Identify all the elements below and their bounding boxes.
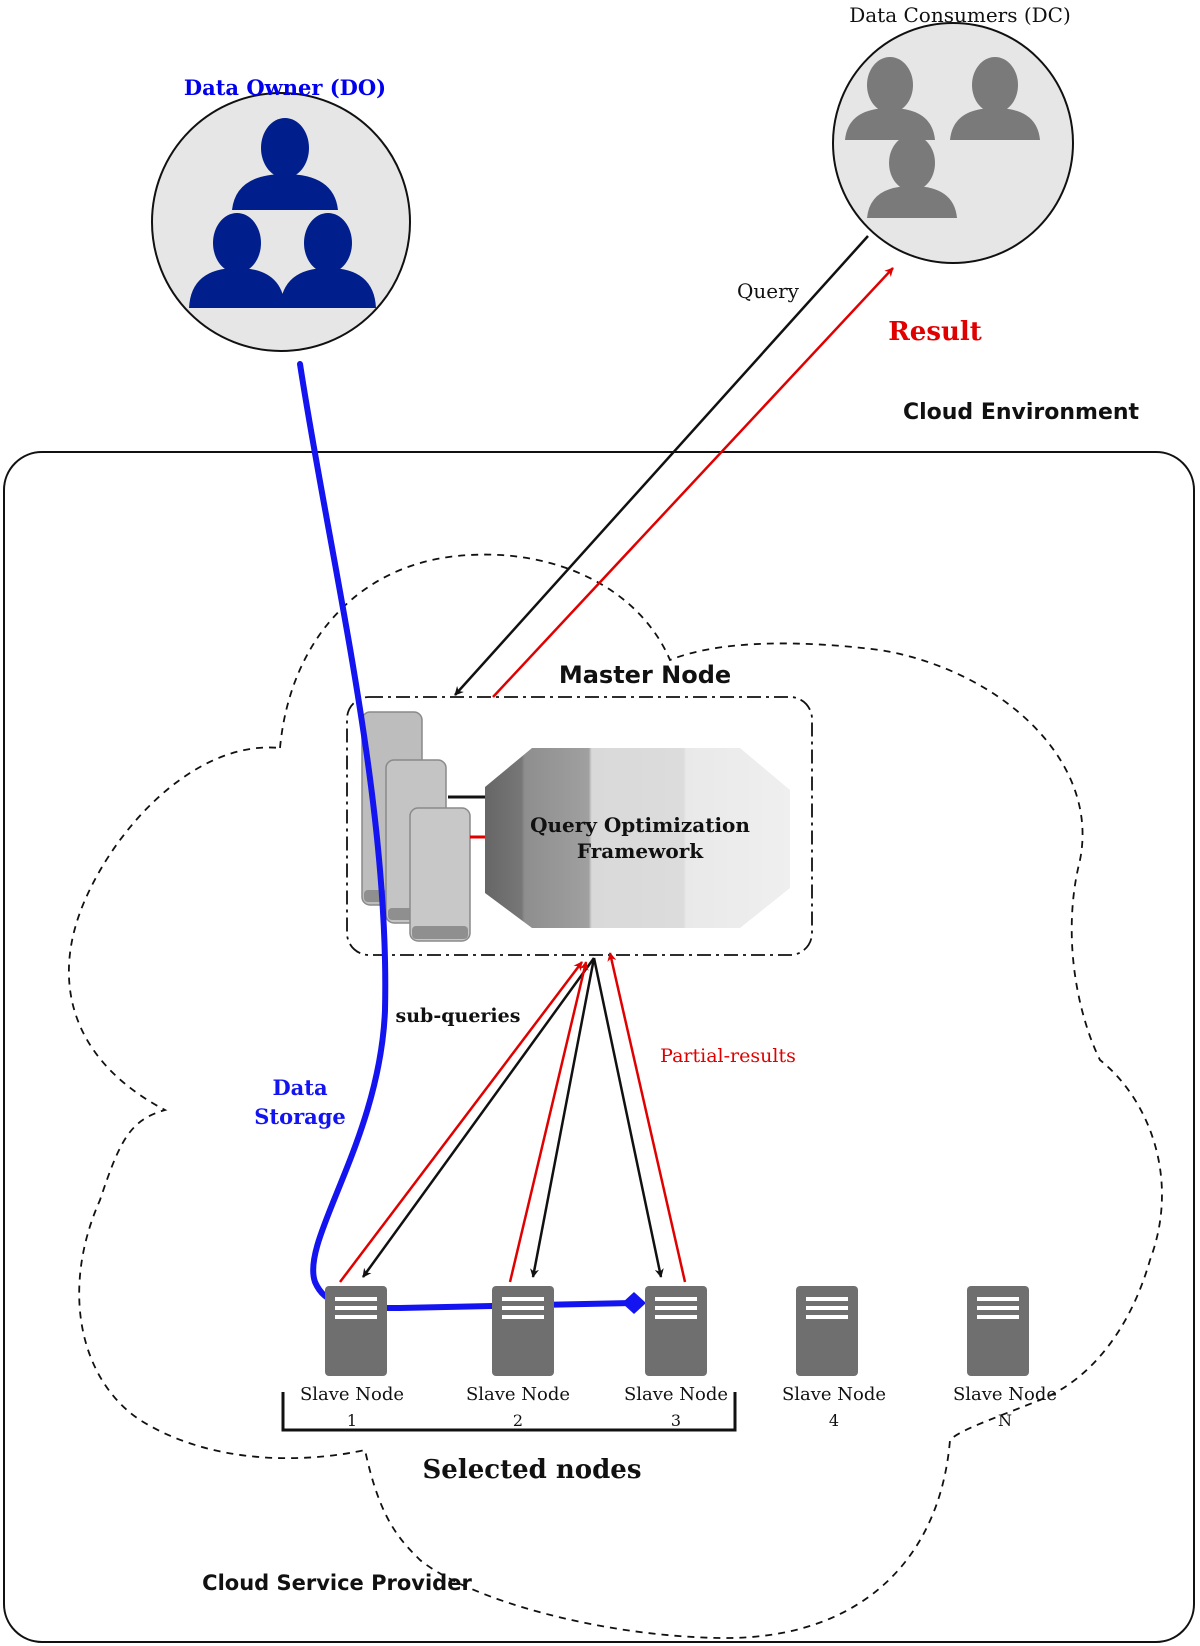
slave-node-1-label: Slave Node [300,1384,404,1405]
slave-node-4-label: Slave Node [782,1384,886,1405]
slave-node-2-index: 2 [513,1411,523,1430]
slave-node-3-label: Slave Node [624,1384,728,1405]
sub-queries-label: sub-queries [396,1005,521,1027]
data-storage-end-marker [622,1292,646,1314]
data-owner-group: Data Owner (DO) [151,75,411,352]
cloud-environment-label: Cloud Environment [903,400,1140,425]
framework-label-line2: Framework [577,839,704,863]
slave-node-3: Slave Node 3 [624,1286,728,1430]
slave-node-3-index: 3 [671,1411,681,1430]
slave-node-1: Slave Node 1 [300,1286,404,1430]
slave-node-2-label: Slave Node [466,1384,570,1405]
sub-query-arrows [361,957,664,1278]
selected-nodes-label: Selected nodes [423,1455,642,1485]
data-owner-label: Data Owner (DO) [184,75,386,100]
data-consumers-label: Data Consumers (DC) [849,3,1071,27]
query-label: Query [737,279,800,303]
data-storage-label-line1: Data [272,1075,328,1100]
result-arrow [492,267,894,698]
selected-nodes-bracket [281,1392,737,1432]
slave-node-n-index: N [998,1411,1012,1430]
framework-label-line1: Query Optimization [530,813,750,837]
master-servers-icon [361,711,471,942]
slave-node-n: Slave Node N [953,1286,1057,1430]
result-label: Result [888,317,982,347]
cloud-environment-box [3,451,1195,1643]
partial-result-arrows [339,952,687,1283]
slave-node-1-index: 1 [347,1411,357,1430]
master-node-box [346,696,813,956]
query-arrow [454,235,869,696]
data-storage-label-line2: Storage [254,1104,346,1129]
data-consumers-circle [832,22,1074,264]
slave-node-4-index: 4 [829,1411,839,1430]
master-node-group: Master Node Query Optimization Framework [346,661,813,956]
slave-node-2: Slave Node 2 [466,1286,570,1430]
slave-node-n-label: Slave Node [953,1384,1057,1405]
data-owner-users-icon [189,118,376,308]
slave-node-4: Slave Node 4 [782,1286,886,1430]
cloud-service-provider-label: Cloud Service Provider [202,1571,472,1595]
master-node-label: Master Node [559,661,731,689]
data-storage-line [297,361,635,1312]
data-consumers-group: Data Consumers (DC) [832,3,1074,264]
query-optimization-framework-icon [485,748,790,928]
partial-results-label: Partial-results [660,1045,796,1067]
data-consumers-users-icon [845,57,1040,218]
